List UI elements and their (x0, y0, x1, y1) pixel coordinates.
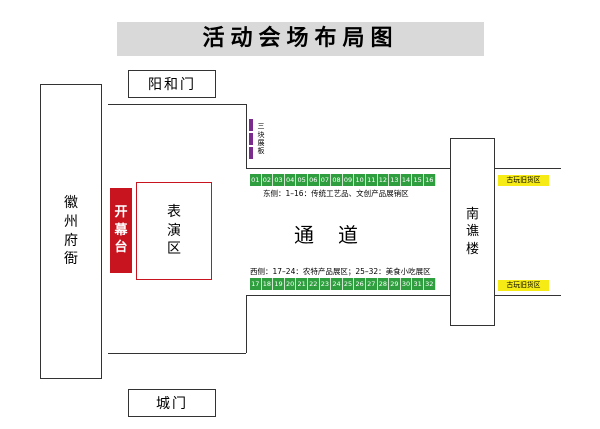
stall: 11 (365, 174, 378, 186)
stall: 10 (354, 174, 366, 186)
road-label: 通 道 (294, 223, 360, 247)
prefecture-building: 徽 州 府 衙 (40, 84, 102, 379)
display-board (249, 147, 253, 159)
prefecture-char: 州 (64, 213, 78, 230)
stall: 17 (250, 278, 262, 290)
stall: 18 (261, 278, 274, 290)
stall: 19 (273, 278, 285, 290)
stall: 14 (400, 174, 413, 186)
tower-char: 南 (465, 206, 479, 222)
venue-upper-inner-edge (246, 104, 247, 168)
stall: 01 (250, 174, 262, 186)
stall: 03 (273, 174, 285, 186)
stall: 30 (400, 278, 413, 290)
road-south-edge (246, 295, 450, 296)
display-board (249, 133, 253, 145)
gate-north: 阳和门 (128, 70, 216, 98)
stall: 15 (412, 174, 424, 186)
east-street-edge (495, 168, 561, 169)
tower-char: 楼 (465, 241, 479, 257)
stall: 32 (423, 278, 436, 290)
stall: 23 (319, 278, 332, 290)
stall: 25 (342, 278, 355, 290)
east-caption: 东侧：1–16：传统工艺品、文创产品展销区 (263, 189, 409, 198)
opening-stage: 开 幕 台 (110, 188, 132, 273)
stall: 12 (377, 174, 390, 186)
stall: 07 (319, 174, 332, 186)
antique-area-label: 古玩旧货区 (498, 280, 549, 291)
stall: 09 (342, 174, 355, 186)
stall: 08 (331, 174, 343, 186)
display-boards-label: 三 块 展 板 (255, 117, 267, 161)
gate-south: 城门 (128, 389, 216, 417)
prefecture-char: 徽 (64, 194, 78, 211)
performance-char: 表 (167, 203, 181, 220)
road-north-edge (246, 168, 450, 169)
performance-char: 演 (167, 222, 181, 239)
stall: 28 (377, 278, 390, 290)
performance-char: 区 (167, 241, 181, 258)
prefecture-char: 府 (64, 232, 78, 249)
west-caption: 西侧：17–24：农特产品展区；25–32：美食小吃展区 (250, 267, 431, 276)
east-street-edge (495, 295, 561, 296)
stall: 22 (307, 278, 320, 290)
stall: 13 (389, 174, 401, 186)
venue-lower-inner-edge (246, 295, 247, 353)
stall: 29 (389, 278, 401, 290)
stall: 06 (307, 174, 320, 186)
prefecture-char: 衙 (64, 251, 78, 268)
stall: 04 (284, 174, 297, 186)
stage-char: 幕 (114, 222, 128, 238)
south-tower-building: 南 谯 楼 (450, 138, 495, 326)
stage-char: 台 (114, 240, 128, 256)
display-board (249, 119, 253, 131)
stall: 20 (284, 278, 297, 290)
stage-char: 开 (114, 205, 128, 221)
east-stall-row: 01 02 03 04 05 06 07 08 09 10 11 12 13 1… (250, 174, 436, 186)
stall: 02 (261, 174, 274, 186)
venue-bottom-edge (108, 353, 246, 354)
stall: 21 (296, 278, 308, 290)
west-stall-row: 17 18 19 20 21 22 23 24 25 26 27 28 29 3… (250, 278, 436, 290)
boards-char: 块 (257, 130, 265, 139)
stall: 24 (331, 278, 343, 290)
stall: 31 (412, 278, 424, 290)
boards-char: 板 (257, 147, 265, 156)
stall: 16 (423, 174, 436, 186)
performance-area: 表 演 区 (136, 182, 212, 280)
stall: 05 (296, 174, 308, 186)
stall: 26 (354, 278, 366, 290)
venue-top-edge (108, 104, 246, 105)
boards-char: 三 (257, 122, 265, 131)
stall: 27 (365, 278, 378, 290)
boards-char: 展 (257, 139, 265, 147)
page-title: 活动会场布局图 (117, 22, 484, 56)
tower-char: 谯 (465, 224, 479, 240)
antique-area-label: 古玩旧货区 (498, 175, 549, 186)
